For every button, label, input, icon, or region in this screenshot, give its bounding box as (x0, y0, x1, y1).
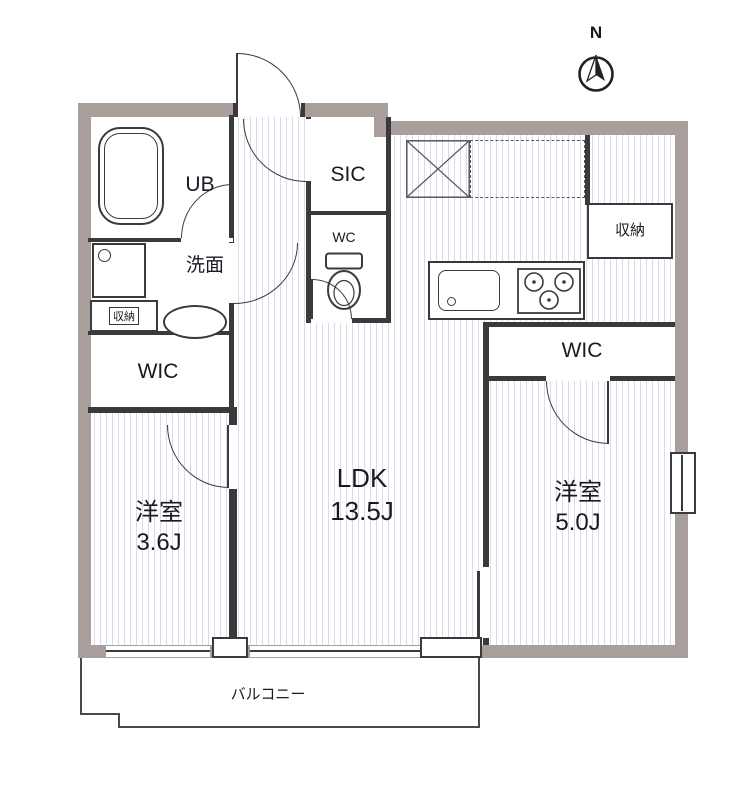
bedroomright-wic-door-gap (546, 376, 610, 381)
shutter-box-ldk (420, 637, 482, 658)
wall-wicright-top (483, 322, 675, 327)
balcony-line-step-h (80, 713, 120, 715)
balcony-line-bottom (118, 726, 480, 728)
bedroomleft-door-gap (229, 425, 237, 489)
balcony-line-step-v (118, 713, 120, 728)
room-wic-left-floor (88, 335, 229, 407)
bedroom-right-size: 5.0J (555, 509, 601, 536)
bedroomright-door-leaf (607, 381, 609, 444)
kitchen-sink-icon (438, 270, 500, 311)
outer-wall-left (78, 103, 91, 658)
window-bedroomleft-line (106, 650, 210, 652)
compass: N (566, 22, 626, 104)
ldk-label: LDK 13.5J (300, 462, 424, 527)
wic-left-label: WIC (137, 360, 179, 383)
wall-sic-wc-right (386, 117, 391, 322)
room-sic-floor (311, 117, 386, 211)
wic-right-label: WIC (561, 339, 603, 362)
balcony-label: バルコニー (230, 686, 306, 703)
bedroomright-sliding-door (477, 571, 480, 637)
wall-sic-wc (306, 211, 391, 215)
sic-label: SIC (330, 163, 366, 186)
washer-drain-icon (98, 249, 111, 262)
entrance-door-arc (237, 53, 301, 117)
wall-ub-washroom (88, 238, 234, 242)
entrance-jamb-left (233, 103, 237, 117)
storage-left-label: 収納 (109, 307, 139, 325)
fridge-space-outline (470, 140, 585, 198)
bedroomleft-door-leaf (227, 425, 229, 488)
bedroom-left-name: 洋室 (135, 499, 183, 526)
washbasin-icon (163, 305, 227, 339)
wc-label: WC (332, 229, 356, 245)
bedroom-right-label: 洋室 5.0J (516, 478, 640, 538)
storage-right-box: 収納 (587, 203, 673, 259)
bedroom-left-label: 洋室 3.6J (96, 498, 222, 558)
ub-door-gap (181, 238, 233, 242)
wc-door-leaf (311, 279, 313, 319)
window-bedroomright-line (681, 455, 683, 511)
shutter-box-left (212, 637, 248, 658)
wall-bedroomleft-ldk (229, 411, 237, 645)
window-bedroomright-side (670, 452, 696, 514)
entry-hatch-icon (406, 140, 470, 198)
wall-washroom-wic (88, 331, 234, 335)
stove-icon (517, 268, 581, 314)
wall-ldk-bedroomright (483, 322, 489, 645)
storage-right-label: 収納 (614, 221, 645, 239)
north-label: N (589, 23, 603, 42)
outer-wall-top-right (374, 121, 688, 135)
washroom-label: 洗面 (185, 255, 224, 276)
wall-wic-bedroomleft (88, 407, 237, 413)
room-wic-right-floor (489, 327, 675, 376)
outer-wall-right (675, 121, 688, 658)
ldk-name: LDK (336, 463, 388, 493)
ub-label: UB (185, 173, 215, 196)
entrance-door-leaf (236, 53, 238, 117)
ldk-size: 13.5J (330, 495, 394, 526)
bedroom-right-name: 洋室 (554, 479, 602, 506)
bathtub-inner-icon (104, 133, 158, 219)
ub-door-leaf (231, 184, 233, 238)
wc-door-gap (311, 318, 352, 323)
compass-north-icon (578, 54, 614, 92)
storage-left-box: 収納 (90, 300, 158, 332)
balcony-line-right (478, 658, 480, 728)
bedroomright-door-gap (483, 567, 489, 638)
kitchen-faucet-icon (447, 297, 456, 306)
entrance-jamb-right (301, 103, 305, 117)
washroom-door-gap (229, 243, 234, 303)
wall-kitchen-storage (585, 135, 590, 205)
balcony-line-left (80, 658, 82, 715)
window-ldk-line (250, 650, 422, 652)
wall-corridor-right (306, 117, 311, 322)
bedroom-left-size: 3.6J (136, 529, 182, 556)
sic-door-gap (306, 119, 311, 181)
